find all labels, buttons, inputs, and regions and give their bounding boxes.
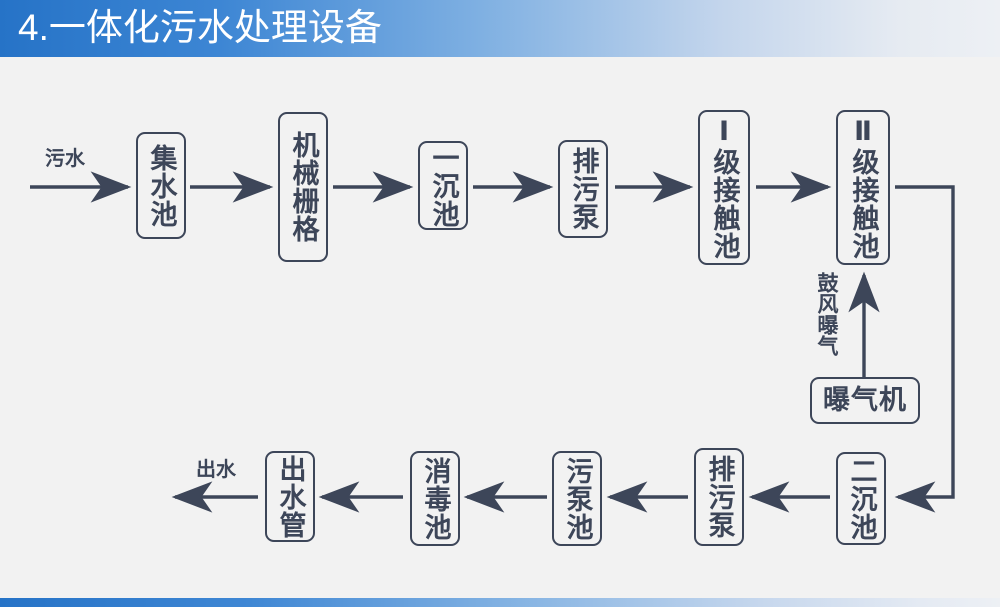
caption-influent: 污水 (45, 148, 85, 170)
node-outlet-pipe[interactable]: 出水管 (265, 451, 315, 542)
node-secondary-settling[interactable]: 二沉池 (836, 452, 886, 545)
node-mechanical-grating[interactable]: 机械栅格 (278, 112, 328, 262)
header-bar: 4.一体化污水处理设备 (0, 0, 1000, 57)
flow-connectors (30, 171, 955, 513)
caption-blower-aeration: 鼓风曝气 (815, 272, 838, 356)
node-label: 集水池 (146, 143, 177, 228)
footer-bar (0, 598, 1000, 607)
node-sludge-pump-tank[interactable]: 污泵池 (552, 451, 602, 546)
node-label: 机械栅格 (288, 131, 319, 243)
node-label: 污泵池 (562, 456, 593, 541)
node-label: Ⅰ级接触池 (709, 115, 740, 260)
node-aerator[interactable]: 曝气机 (810, 377, 920, 424)
node-contact-tank-2[interactable]: Ⅱ级接触池 (836, 110, 890, 265)
node-sewage-pump-top[interactable]: 排污泵 (558, 140, 608, 238)
node-label: 一沉池 (428, 143, 459, 228)
caption-effluent: 出水 (196, 459, 236, 481)
connector-contact2-to-secondary (894, 185, 955, 513)
node-label: 二沉池 (846, 456, 877, 541)
node-label: 排污泵 (568, 147, 599, 231)
node-collection-tank[interactable]: 集水池 (136, 132, 186, 239)
process-flow-diagram: 污水 鼓风曝气 出水 集水池 机械栅格 一沉池 排污泵 Ⅰ级接触池 Ⅱ级接触池 … (0, 57, 1000, 598)
node-contact-tank-1[interactable]: Ⅰ级接触池 (698, 110, 750, 265)
node-label: Ⅱ级接触池 (848, 115, 879, 260)
node-disinfection-tank[interactable]: 消毒池 (410, 451, 460, 546)
node-label: 曝气机 (823, 384, 907, 415)
node-primary-settling[interactable]: 一沉池 (418, 141, 468, 230)
page-title: 4.一体化污水处理设备 (18, 7, 382, 48)
node-label: 排污泵 (704, 455, 735, 539)
node-label: 消毒池 (420, 456, 451, 541)
node-sewage-pump-bottom[interactable]: 排污泵 (694, 448, 744, 546)
node-label: 出水管 (275, 454, 306, 539)
